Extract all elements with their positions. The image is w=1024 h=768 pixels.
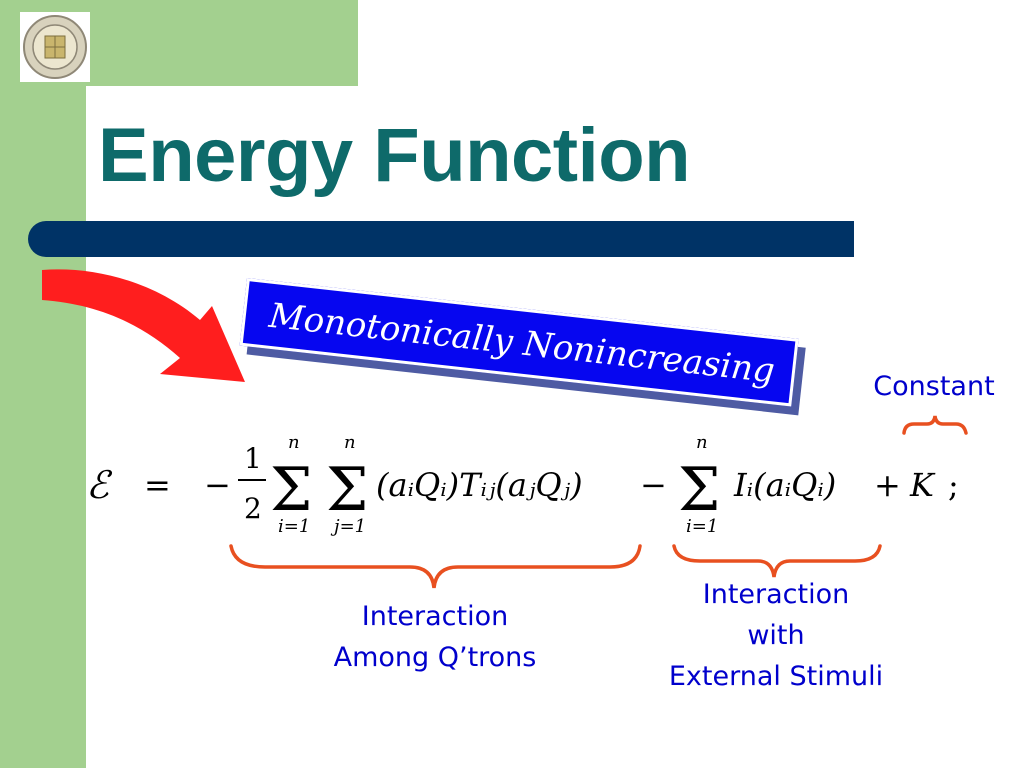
sum1-lower-limit: i=1 — [278, 516, 310, 537]
constant-label: Constant — [873, 371, 995, 402]
sum1-upper-limit: n — [288, 432, 300, 453]
equation-interaction-term: (aᵢQᵢ)Tᵢⱼ(aⱼQⱼ) — [376, 466, 583, 504]
interaction-among-label: Interaction Among Q’trons — [300, 596, 570, 678]
sum3-upper-limit: n — [696, 432, 708, 453]
interaction-external-line1: Interaction — [702, 579, 850, 610]
background-band-left — [0, 0, 86, 768]
equation-constant-k: K — [909, 466, 936, 504]
equation-equals: = — [144, 466, 171, 504]
interaction-external-line2: with — [747, 620, 805, 651]
sum1-symbol: Σ — [270, 455, 312, 525]
equation-fraction-denominator: 2 — [244, 492, 262, 525]
slide-content-area — [86, 86, 1024, 768]
interaction-among-line2: Among Q’trons — [333, 642, 537, 673]
title-underline-bar — [28, 221, 854, 257]
interaction-external-line3: External Stimuli — [668, 661, 884, 692]
slide-title: Energy Function — [98, 113, 691, 198]
sum2-upper-limit: n — [344, 432, 356, 453]
energy-equation: ℰ = − 1 2 n Σ i=1 n Σ j=1 (aᵢQᵢ)Tᵢⱼ(aⱼQⱼ… — [86, 432, 959, 537]
equation-minus: − — [204, 466, 231, 504]
sum2-lower-limit: j=1 — [330, 516, 366, 537]
equation-minus-2: − — [640, 466, 667, 504]
sum2-symbol: Σ — [326, 455, 368, 525]
sum3-lower-limit: i=1 — [686, 516, 718, 537]
equation-fraction-numerator: 1 — [244, 442, 262, 475]
equation-semicolon: ; — [948, 466, 959, 504]
interaction-among-line1: Interaction — [361, 601, 509, 632]
equation-stimulus-term: Iᵢ(aᵢQᵢ) — [733, 466, 836, 504]
equation-lhs: ℰ — [86, 463, 113, 507]
university-seal-icon — [20, 12, 90, 82]
equation-plus: + — [874, 466, 901, 504]
interaction-external-label: Interaction with External Stimuli — [630, 574, 922, 697]
curved-red-arrow-icon — [42, 269, 245, 382]
sum3-symbol: Σ — [678, 455, 720, 525]
